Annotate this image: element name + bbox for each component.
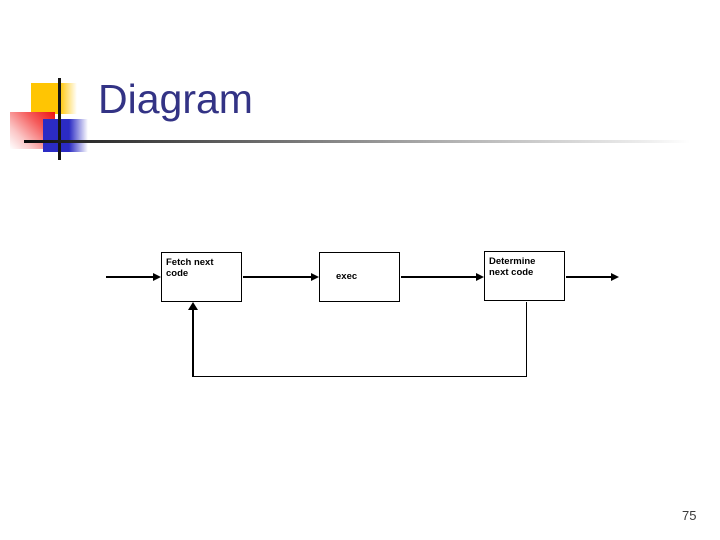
decoration-yellow-square <box>31 83 77 114</box>
flow-box-label: Fetch next code <box>166 257 214 280</box>
title-underline-rule <box>24 140 690 143</box>
decoration-blue-square <box>43 119 88 152</box>
page-number: 75 <box>682 508 697 523</box>
arrow-head-right-icon <box>153 273 161 281</box>
arrow-head-right-icon <box>476 273 484 281</box>
arrow-exec-to-determine <box>401 273 484 282</box>
arrow-out-of-determine <box>566 273 619 282</box>
arrow-shaft <box>401 276 477 278</box>
flow-box-determine-next-code: Determine next code <box>484 251 565 301</box>
arrow-into-fetch <box>106 273 161 282</box>
arrow-shaft <box>243 276 312 278</box>
feedback-line-down <box>526 302 527 377</box>
slide-title: Diagram <box>98 76 253 122</box>
arrow-head-right-icon <box>311 273 319 281</box>
arrow-shaft <box>566 276 612 278</box>
feedback-line-up <box>192 309 194 377</box>
feedback-line-horizontal <box>193 376 527 377</box>
flow-box-label: Determine next code <box>489 256 536 279</box>
decoration-vertical-line <box>58 78 61 160</box>
arrow-shaft <box>106 276 154 278</box>
arrow-fetch-to-exec <box>243 273 319 282</box>
flow-box-fetch-next-code: Fetch next code <box>161 252 242 302</box>
flow-box-exec: exec <box>319 252 400 302</box>
arrow-head-up-icon <box>188 302 198 310</box>
arrow-head-right-icon <box>611 273 619 281</box>
flow-box-label: exec <box>336 271 358 283</box>
